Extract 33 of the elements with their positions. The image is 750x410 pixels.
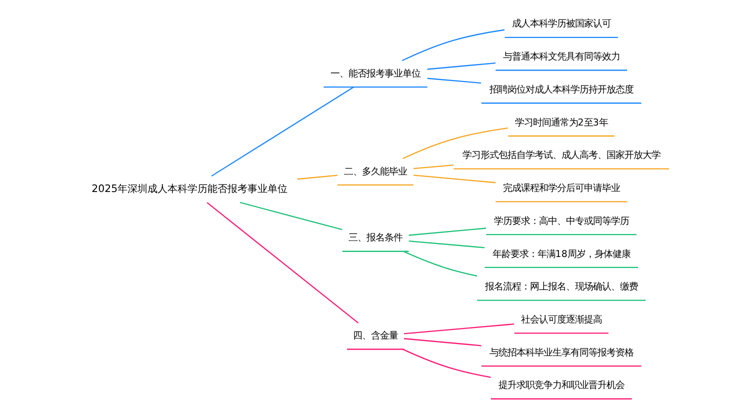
node-text: 二、多久能毕业 <box>344 166 406 178</box>
node-text: 一、能否报考事业单位 <box>330 68 420 80</box>
connector <box>413 174 496 184</box>
connector <box>426 78 481 84</box>
connector <box>408 240 484 248</box>
node-text: 年龄要求：年满18周岁，身体健康 <box>492 248 630 260</box>
node-text: 与统招本科毕业生享有同等报考资格 <box>488 347 633 358</box>
connector <box>403 338 481 346</box>
node-text: 2025年深圳成人本科学历能否报考事业单位 <box>91 184 288 195</box>
node-text: 学历要求：高中、中专或同等学历 <box>493 216 628 227</box>
node-text: 三、报名条件 <box>348 232 402 244</box>
connector <box>402 348 490 378</box>
connector <box>210 86 354 177</box>
connector <box>408 228 486 236</box>
node-text: 提升求职竞争力和职业晋升机会 <box>498 380 624 392</box>
node-text: 社会认可度逐渐提高 <box>520 314 602 326</box>
node-text: 与普通本科文凭具有同等效力 <box>502 52 620 63</box>
node-text: 学习形式包括自学考试、成人高考、国家开放大学 <box>462 150 660 162</box>
node-text: 成人本科学历被国家认可 <box>511 18 610 30</box>
node-text: 四、含金量 <box>352 330 398 342</box>
connector <box>206 202 358 324</box>
connector <box>426 62 496 70</box>
connector <box>402 128 508 160</box>
node-text: 报名流程：网上报名、现场确认、缴费 <box>484 282 638 293</box>
node-text: 完成课程和学分后可申请毕业 <box>502 183 620 194</box>
connector <box>296 174 337 180</box>
connector <box>239 202 342 230</box>
node-text: 学习时间通常为2至3年 <box>514 117 608 128</box>
connector <box>401 29 504 62</box>
connector <box>402 250 477 277</box>
node-text: 招聘岗位对成人本科学历持开放态度 <box>488 84 633 96</box>
connector <box>413 164 454 170</box>
connector <box>403 324 514 334</box>
